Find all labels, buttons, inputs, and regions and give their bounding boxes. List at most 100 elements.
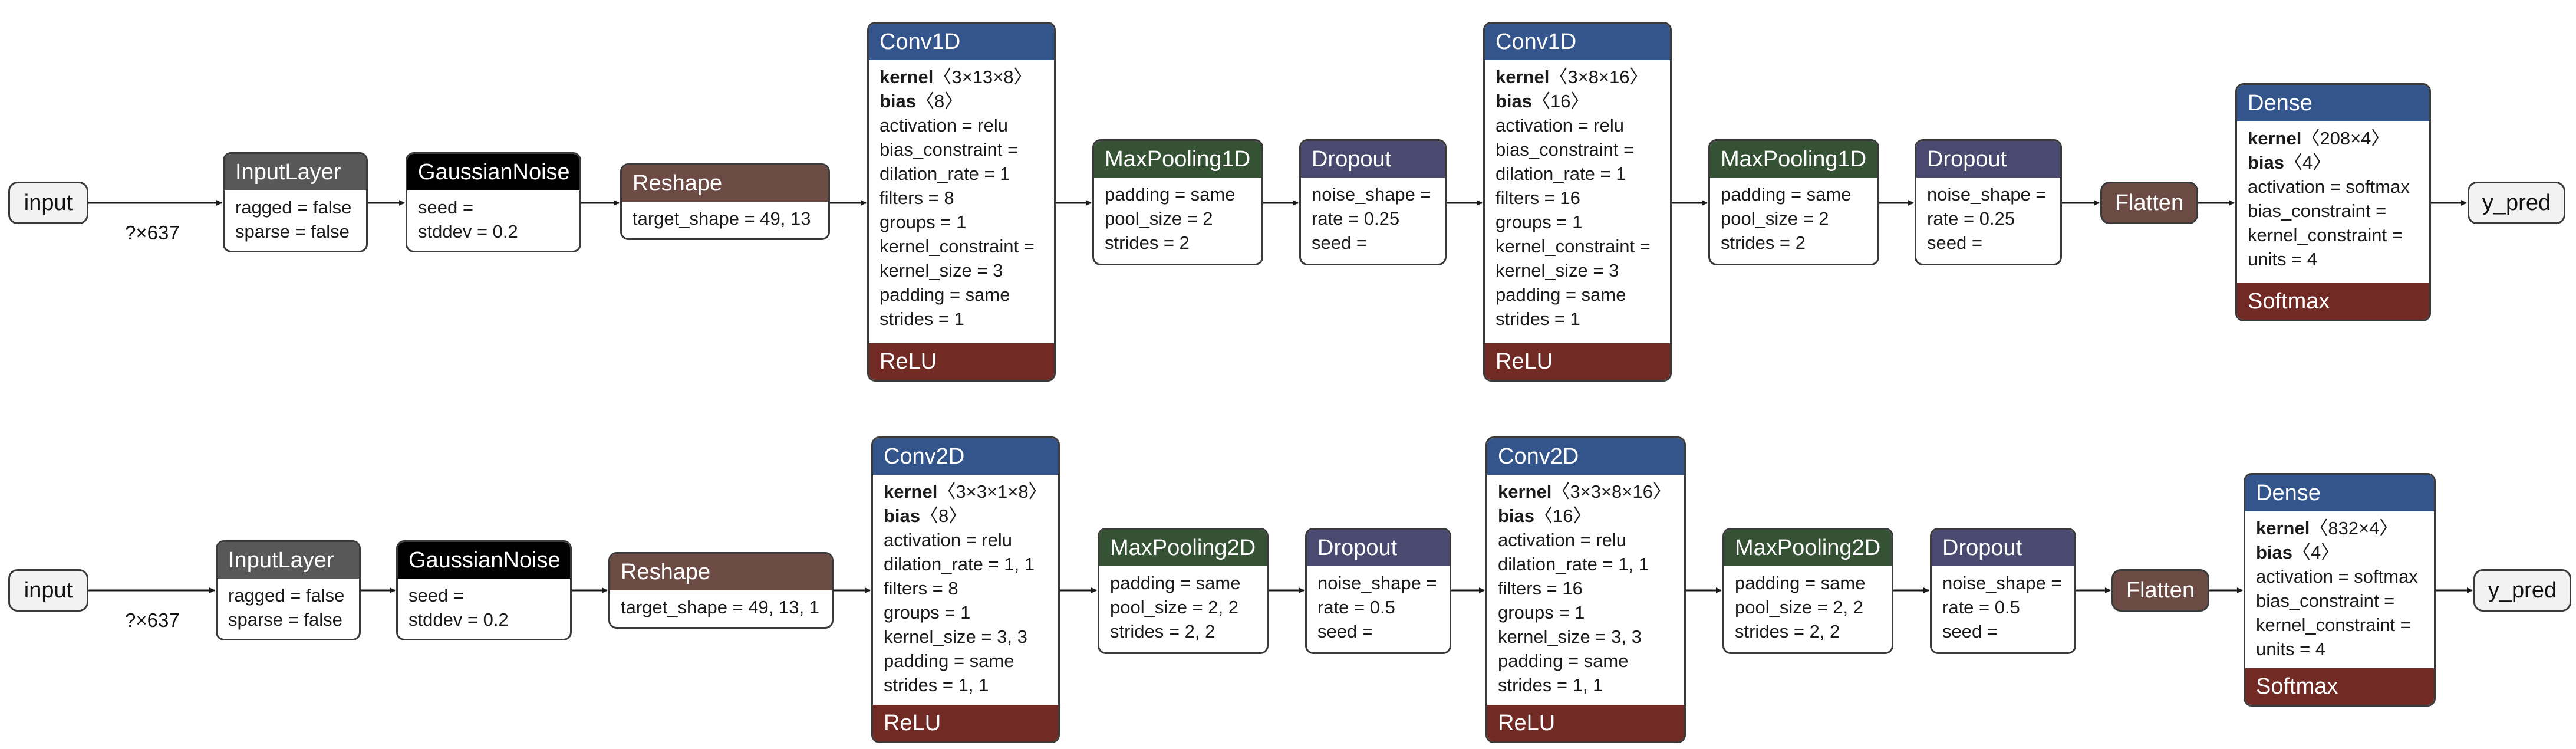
kernel-param: kernel〈832×4〉 <box>2256 516 2423 540</box>
flatten-node[interactable]: Flatten <box>2111 569 2209 612</box>
bias-shape: 〈4〉 <box>2292 542 2340 563</box>
gaussian-noise-node-attributes: seed = stddev = 0.2 <box>407 190 579 247</box>
conv-node-2-title: Conv2D <box>1487 438 1684 475</box>
attribute-line: noise_shape = <box>1927 184 2047 205</box>
gaussian-noise-node[interactable]: GaussianNoise seed = stddev = 0.2 <box>406 152 581 252</box>
dropout-node-1-title: Dropout <box>1301 141 1445 178</box>
attribute-line: ragged = false <box>235 197 352 218</box>
attribute-line: strides = 1, 1 <box>884 675 989 695</box>
attribute-line: activation = relu <box>884 530 1012 550</box>
attribute-line: kernel_size = 3 <box>1495 260 1619 281</box>
inputlayer-node-title: InputLayer <box>225 154 366 190</box>
attribute-line: padding = same <box>1105 184 1236 205</box>
dense-node-attributes: kernel〈832×4〉bias〈4〉activation = softmax… <box>2245 511 2434 665</box>
attribute-line: units = 4 <box>2248 249 2318 270</box>
attribute-line: kernel_constraint = <box>2256 615 2411 635</box>
attribute-line: groups = 1 <box>879 212 967 232</box>
attribute-line: stddev = 0.2 <box>409 609 509 630</box>
attribute-line: groups = 1 <box>1495 212 1583 232</box>
attribute-line: strides = 1, 1 <box>1498 675 1603 695</box>
conv-node-1-activation: ReLU <box>869 343 1054 380</box>
attribute-line: padding = same <box>1735 573 1866 593</box>
dropout-node-2-attributes: noise_shape = rate = 0.25 seed = <box>1916 178 2060 258</box>
attribute-line: rate = 0.5 <box>1317 597 1395 617</box>
kernel-shape: 〈3×3×8×16〉 <box>1551 481 1671 502</box>
flatten-node[interactable]: Flatten <box>2100 182 2198 224</box>
attribute-line: pool_size = 2 <box>1721 208 1829 229</box>
reshape-node-title: Reshape <box>610 554 832 590</box>
kernel-label: kernel <box>884 481 938 502</box>
attribute-line: activation = relu <box>1495 115 1624 136</box>
attribute-line: strides = 2 <box>1105 232 1190 253</box>
attribute-line: dilation_rate = 1 <box>879 163 1010 184</box>
attribute-line: rate = 0.25 <box>1927 208 2015 229</box>
attribute-line: noise_shape = <box>1942 573 2062 593</box>
kernel-param: kernel〈3×3×1×8〉 <box>884 479 1047 504</box>
attribute-line: seed = <box>1927 232 1982 253</box>
bias-label: bias <box>2248 152 2285 173</box>
attribute-line: filters = 16 <box>1498 578 1583 599</box>
output-node[interactable]: y_pred <box>2468 182 2565 224</box>
maxpooling-node-1-title: MaxPooling2D <box>1099 530 1267 566</box>
input-node[interactable]: input <box>8 182 88 224</box>
attribute-line: padding = same <box>884 651 1014 671</box>
attribute-line: kernel_size = 3, 3 <box>1498 626 1642 647</box>
maxpooling-node-2-title: MaxPooling2D <box>1724 530 1892 566</box>
maxpooling-node-2-title: MaxPooling1D <box>1710 141 1877 178</box>
gaussian-noise-node-title: GaussianNoise <box>407 154 579 190</box>
attribute-line: kernel_constraint = <box>1495 236 1651 257</box>
inputlayer-node-title: InputLayer <box>218 542 359 579</box>
attribute-line: seed = <box>418 197 473 218</box>
reshape-node-attributes: target_shape = 49, 13, 1 <box>610 590 832 623</box>
attribute-line: dilation_rate = 1, 1 <box>1498 554 1649 574</box>
dropout-node-1-title: Dropout <box>1307 530 1450 566</box>
attribute-line: bias_constraint = <box>2256 590 2395 611</box>
gaussian-noise-node-title: GaussianNoise <box>398 542 570 579</box>
attribute-line: kernel_size = 3, 3 <box>884 626 1027 647</box>
attribute-line: target_shape = 49, 13, 1 <box>621 597 819 617</box>
reshape-node[interactable]: Reshape target_shape = 49, 13 <box>620 163 830 240</box>
attribute-line: stddev = 0.2 <box>418 221 518 242</box>
reshape-node-title: Reshape <box>622 165 828 202</box>
bias-shape: 〈8〉 <box>920 505 967 526</box>
kernel-param: kernel〈3×13×8〉 <box>879 65 1043 89</box>
dense-node-attributes: kernel〈208×4〉bias〈4〉activation = softmax… <box>2237 121 2429 275</box>
kernel-param: kernel〈3×3×8×16〉 <box>1498 479 1674 504</box>
attribute-line: dilation_rate = 1 <box>1495 163 1626 184</box>
dense-node-activation: Softmax <box>2237 283 2429 320</box>
attribute-line: kernel_size = 3 <box>879 260 1003 281</box>
kernel-param: kernel〈208×4〉 <box>2248 126 2419 150</box>
output-node[interactable]: y_pred <box>2473 569 2571 612</box>
kernel-label: kernel <box>1498 481 1552 502</box>
attribute-line: sparse = false <box>228 609 342 630</box>
bias-shape: 〈16〉 <box>1532 91 1589 111</box>
attribute-line: target_shape = 49, 13 <box>633 208 811 229</box>
reshape-node[interactable]: Reshape target_shape = 49, 13, 1 <box>608 552 834 629</box>
attribute-line: filters = 8 <box>879 188 954 208</box>
attribute-line: padding = same <box>1498 651 1629 671</box>
input-node[interactable]: input <box>8 569 88 612</box>
kernel-param: kernel〈3×8×16〉 <box>1495 65 1659 89</box>
maxpooling-node-1-title: MaxPooling1D <box>1094 141 1261 178</box>
